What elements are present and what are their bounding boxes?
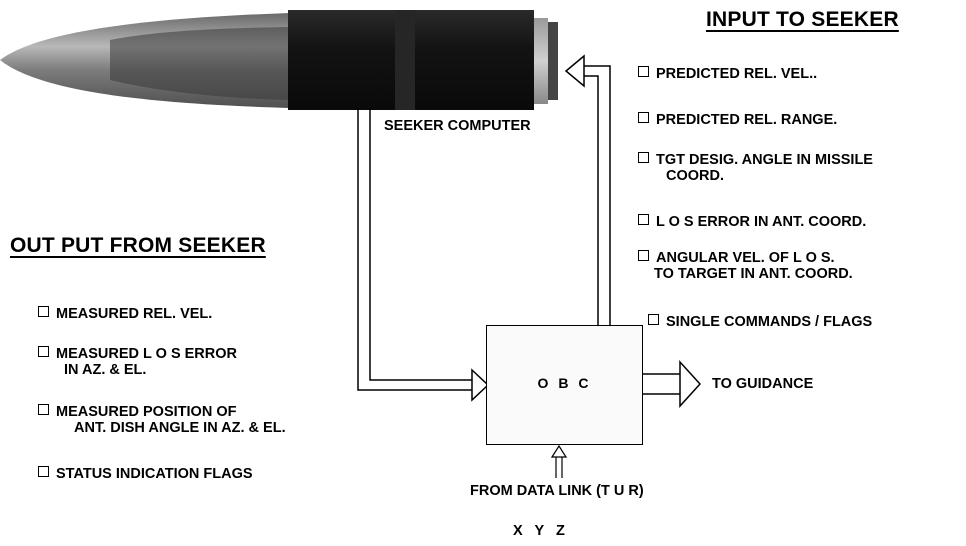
arrow-to-guidance	[643, 360, 702, 408]
checkbox-icon	[638, 152, 649, 163]
checkbox-icon	[38, 466, 49, 477]
checkbox-icon	[638, 250, 649, 261]
input-item: L O S ERROR IN ANT. COORD.	[638, 214, 866, 230]
missile-end	[548, 22, 558, 100]
input-to-seeker-heading: INPUT TO SEEKER	[706, 8, 899, 31]
obc-block	[486, 325, 643, 445]
missile-nose-shadow	[110, 27, 290, 100]
checkbox-icon	[38, 346, 49, 357]
checkbox-icon	[648, 314, 659, 325]
output-item: MEASURED L O S ERROR IN AZ. & EL.	[38, 346, 237, 378]
checkbox-icon	[38, 404, 49, 415]
to-guidance-label: TO GUIDANCE	[712, 376, 814, 392]
output-item: MEASURED POSITION OF ANT. DISH ANGLE IN …	[38, 404, 286, 436]
input-item: SINGLE COMMANDS / FLAGS	[648, 314, 872, 330]
obc-label: O B C	[537, 375, 592, 391]
checkbox-icon	[638, 112, 649, 123]
arrow-seeker-to-obc	[357, 108, 490, 402]
seeker-computer-label: SEEKER COMPUTER	[384, 118, 531, 134]
output-item: STATUS INDICATION FLAGS	[38, 466, 253, 482]
checkbox-icon	[638, 66, 649, 77]
input-item: PREDICTED REL. VEL..	[638, 66, 817, 82]
input-item: TGT DESIG. ANGLE IN MISSILE COORD.	[638, 152, 873, 184]
checkbox-icon	[638, 214, 649, 225]
arrow-obc-to-seeker	[564, 54, 611, 325]
input-item: PREDICTED REL. RANGE.	[638, 112, 837, 128]
axes-label: X Y Z	[513, 523, 565, 539]
checkbox-icon	[38, 306, 49, 317]
output-item: MEASURED REL. VEL.	[38, 306, 212, 322]
input-item: ANGULAR VEL. OF L O S. TO TARGET IN ANT.…	[638, 250, 853, 282]
arrow-from-data-link	[550, 444, 568, 478]
output-from-seeker-heading: OUT PUT FROM SEEKER	[10, 234, 266, 257]
missile-body-band	[395, 10, 415, 110]
missile-ring	[534, 18, 548, 104]
missile-illustration	[0, 10, 558, 110]
data-link-label: FROM DATA LINK (T U R)	[470, 483, 644, 499]
